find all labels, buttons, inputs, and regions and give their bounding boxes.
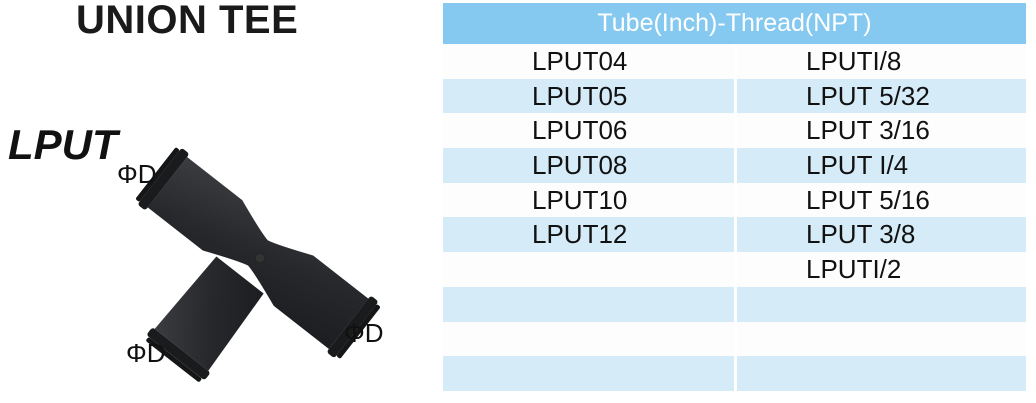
tube-model-cell [443, 286, 734, 322]
table-row: LPUTI/2 [443, 252, 1026, 287]
thread-model-cell [737, 321, 1026, 357]
table-row: LPUT12 LPUT 3/8 [443, 217, 1026, 253]
tube-model-cell: LPUT05 [443, 78, 734, 114]
model-code: LPUT [8, 121, 118, 168]
table-header: Tube(Inch)-Thread(NPT) [443, 3, 1026, 44]
tube-model-cell: LPUT08 [443, 148, 734, 183]
table-row: LPUT05 LPUT 5/32 [443, 78, 1026, 114]
tube-model-cell [443, 321, 734, 357]
table-row: LPUT04 LPUTI/8 [443, 44, 1026, 79]
dimension-label-top: ΦD [117, 159, 157, 189]
tube-model-cell: LPUT12 [443, 217, 734, 253]
tube-model-cell [443, 356, 734, 391]
dimension-label-bottom-left: ΦD [126, 338, 166, 368]
thread-model-cell: LPUT 3/8 [737, 217, 1026, 253]
tube-model-cell [443, 252, 734, 287]
thread-model-cell: LPUTI/2 [737, 252, 1026, 287]
thread-model-cell: LPUT 5/32 [737, 78, 1026, 114]
tube-model-cell: LPUT06 [443, 113, 734, 149]
tube-model-cell: LPUT10 [443, 182, 734, 218]
page-title: UNION TEE [76, 0, 299, 42]
union-tee-fitting-image [136, 147, 380, 382]
table-row: LPUT08 LPUT I/4 [443, 148, 1026, 183]
table-row: LPUT10 LPUT 5/16 [443, 182, 1026, 218]
spec-table: Tube(Inch)-Thread(NPT) LPUT04 LPUTI/8 LP… [443, 3, 1026, 391]
thread-model-cell: LPUT I/4 [737, 148, 1026, 183]
thread-model-cell: LPUT 3/16 [737, 113, 1026, 149]
table-row [443, 321, 1026, 357]
thread-model-cell: LPUTI/8 [737, 44, 1026, 79]
table-row [443, 286, 1026, 322]
table-row [443, 356, 1026, 391]
tube-model-cell: LPUT04 [443, 44, 734, 79]
thread-model-cell [737, 356, 1026, 391]
thread-model-cell [737, 286, 1026, 322]
thread-model-cell: LPUT 5/16 [737, 182, 1026, 218]
table-row: LPUT06 LPUT 3/16 [443, 113, 1026, 149]
dimension-label-bottom-right: ΦD [344, 318, 384, 348]
